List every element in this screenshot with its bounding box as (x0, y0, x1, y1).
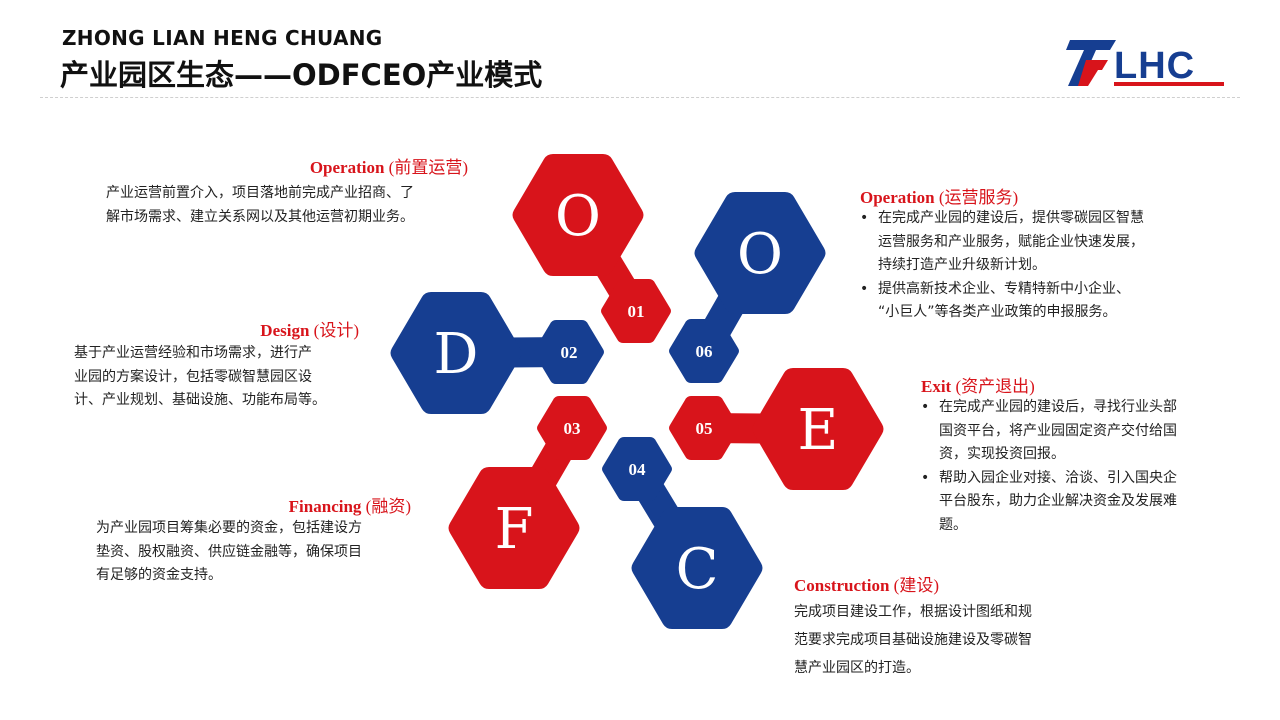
text-line: 完成项目建设工作，根据设计图纸和规 (794, 604, 1032, 620)
construction-title-en: Construction (794, 576, 890, 595)
bullet-item: • 提供高新技术企业、专精特新中小企业、 “小巨人”等各类产业政策的申报服务。 (860, 278, 1205, 325)
bullet-item: • 在完成产业园的建设后，寻找行业头部 国资平台，将产业园固定资产交付给国 资，… (921, 396, 1241, 467)
exit-heading: Exit (资产退出) (921, 372, 1035, 397)
text-line: 业园的方案设计，包括零碳智慧园区设 (74, 368, 312, 385)
operation-service-text: • 在完成产业园的建设后，提供零碳园区智慧 运营服务和产业服务，赋能企业快速发展… (860, 207, 1205, 325)
financing-heading: Financing (融资) (289, 492, 411, 517)
design-heading: Design (设计) (260, 316, 359, 341)
logo-mark-red (1078, 60, 1108, 86)
hexagon-01-group: O 01 (512, 154, 671, 343)
financing-text: 为产业园项目筹集必要的资金，包括建设方 垫资、股权融资、供应链金融等，确保项目 … (96, 517, 426, 588)
text-line: 慧产业园区的打造。 (794, 660, 920, 676)
bullet-dot: • (921, 469, 930, 486)
letter-d: D (434, 322, 479, 387)
number-01: 01 (628, 302, 645, 321)
text-line: 计、产业规划、基础设施、功能布局等。 (74, 392, 326, 408)
design-title-cn: (设计) (313, 321, 359, 340)
text-line: 产业运营前置介入，项目落地前完成产业招商、了 (106, 185, 414, 201)
company-logo: LHC (1066, 40, 1224, 87)
operation-pre-title-cn: (前置运营) (388, 158, 468, 177)
operation-service-heading: Operation (运营服务) (860, 183, 1018, 208)
company-name: ZHONG LIAN HENG CHUANG (62, 26, 383, 50)
bullet-dot: • (860, 280, 869, 297)
letter-c: C (676, 537, 719, 602)
letter-e: E (798, 398, 839, 463)
number-04: 04 (629, 460, 647, 479)
exit-title-cn: (资产退出) (955, 377, 1035, 396)
bullet-item: • 帮助入园企业对接、洽谈、引入国央企 平台股东，助力企业解决资金及发展难 题。 (921, 467, 1241, 538)
hexagon-02-group: D 02 (390, 292, 604, 414)
hexagon-05-group: E 05 (669, 368, 884, 490)
number-03: 03 (564, 419, 581, 438)
operation-pre-title-en: Operation (309, 158, 385, 177)
logo-text: LHC (1114, 45, 1195, 87)
operation-service-title-en: Operation (860, 188, 935, 207)
letter-o: O (555, 184, 601, 249)
letter-f: F (495, 497, 534, 562)
number-05: 05 (696, 419, 713, 438)
text-line: 范要求完成项目基础设施建设及零碳智 (794, 632, 1032, 648)
letter-o-2: O (737, 222, 783, 287)
bullet-dot: • (921, 399, 930, 415)
exit-title-en: Exit (921, 377, 952, 396)
financing-title-cn: (融资) (365, 497, 411, 516)
hexagon-03-group: F 03 (448, 396, 607, 589)
hexagon-04-group: C 04 (602, 437, 763, 629)
operation-service-title-cn: (运营服务) (938, 188, 1019, 207)
operation-pre-text: 产业运营前置介入，项目落地前完成产业招商、了 解市场需求、建立关系网以及其他运营… (106, 182, 496, 229)
financing-title-en: Financing (288, 497, 362, 516)
design-text: 基于产业运营经验和市场需求，进行产 业园的方案设计，包括零碳智慧园区设 计、产业… (74, 342, 374, 413)
page-title: 产业园区生态——ODFCEO产业模式 (60, 58, 543, 92)
number-02: 02 (561, 343, 578, 362)
hexagon-06-group: O 06 (669, 192, 826, 383)
text-line: 解市场需求、建立关系网以及其他运营初期业务。 (106, 208, 414, 225)
text-line: 为产业园项目筹集必要的资金，包括建设方 (96, 520, 362, 536)
text-line: 有足够的资金支持。 (96, 567, 222, 583)
header-divider (40, 97, 1240, 98)
text-line: 垫资、股权融资、供应链金融等，确保项目 (96, 543, 362, 560)
exit-text: • 在完成产业园的建设后，寻找行业头部 国资平台，将产业园固定资产交付给国 资，… (921, 396, 1241, 537)
operation-pre-heading: Operation (前置运营) (310, 153, 468, 178)
text-line: 基于产业运营经验和市场需求，进行产 (74, 345, 312, 361)
construction-heading: Construction (建设) (794, 571, 939, 596)
design-title-en: Design (260, 321, 310, 340)
logo-mark-blue (1066, 40, 1116, 86)
bullet-item: • 在完成产业园的建设后，提供零碳园区智慧 运营服务和产业服务，赋能企业快速发展… (860, 207, 1205, 278)
construction-title-cn: (建设) (893, 576, 939, 595)
bullet-dot: • (860, 210, 869, 226)
construction-text: 完成项目建设工作，根据设计图纸和规 范要求完成项目基础设施建设及零碳智 慧产业园… (794, 598, 1094, 682)
number-06: 06 (696, 342, 713, 361)
